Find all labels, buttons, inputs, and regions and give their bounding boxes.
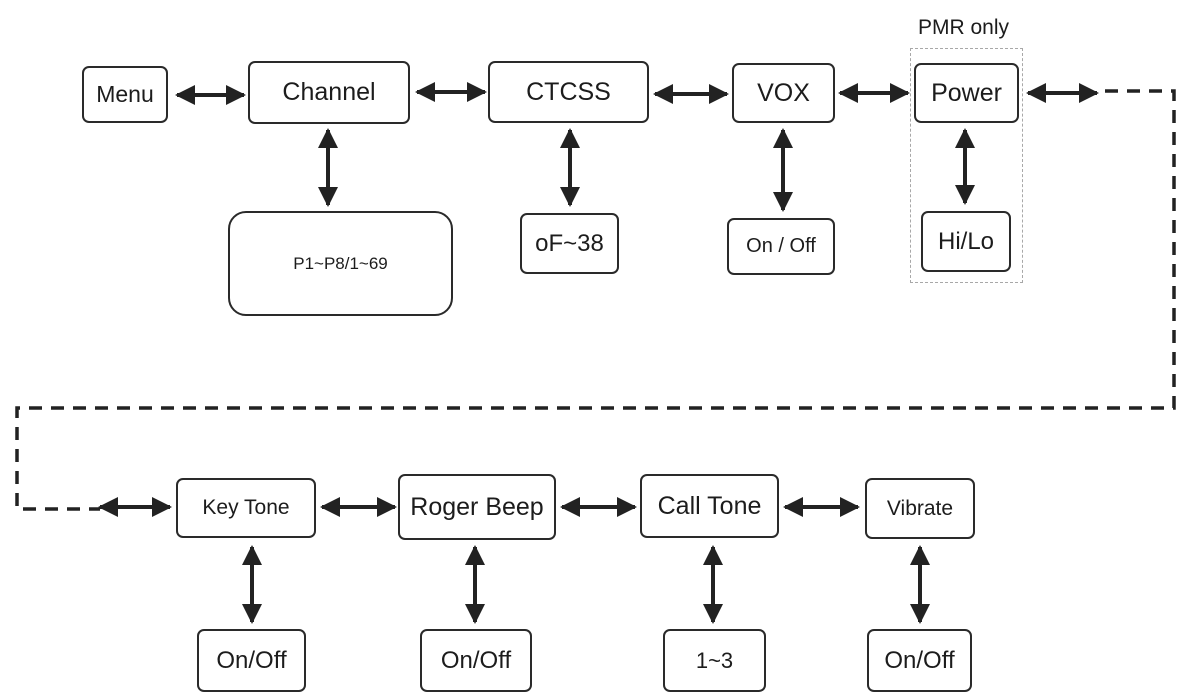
key-tone-values-label: On/Off [216, 646, 287, 674]
channel-values-label: P1~P8/1~69 [293, 253, 388, 273]
call-tone-values-label: 1~3 [695, 647, 734, 673]
key-tone-box: Key Tone [176, 478, 316, 538]
roger-beep-label: Roger Beep [410, 492, 544, 521]
channel-box: Channel [248, 61, 410, 124]
call-tone-values-box: 1~3 [663, 629, 766, 692]
vox-box: VOX [732, 63, 835, 123]
roger-beep-values-label: On/Off [440, 646, 512, 674]
power-label: Power [931, 78, 1002, 107]
vibrate-values-box: On/Off [867, 629, 972, 692]
roger-beep-values-box: On/Off [420, 629, 532, 692]
vox-values-label: On / Off [746, 235, 816, 257]
channel-label: Channel [282, 78, 376, 106]
vibrate-box: Vibrate [865, 478, 975, 539]
roger-beep-box: Roger Beep [398, 474, 556, 540]
ctcss-values-label: oF~38 [535, 229, 604, 257]
key-tone-label: Key Tone [202, 496, 290, 519]
key-tone-values-box: On/Off [197, 629, 306, 692]
pmr-only-frame [910, 48, 1023, 283]
ctcss-box: CTCSS [488, 61, 649, 123]
call-tone-label: Call Tone [657, 491, 762, 520]
power-box: Power [914, 63, 1019, 123]
menu-label: Menu [96, 81, 154, 107]
call-tone-box: Call Tone [640, 474, 779, 538]
vox-label: VOX [757, 78, 810, 107]
power-values-box: Hi/Lo [921, 211, 1011, 272]
power-values-label: Hi/Lo [937, 227, 995, 255]
vox-values-box: On / Off [727, 218, 835, 275]
channel-values-box: P1~P8/1~69 [228, 211, 453, 316]
menu-box: Menu [82, 66, 168, 123]
dashed-continuation [15, 89, 1176, 511]
vibrate-values-label: On/Off [884, 646, 955, 674]
vibrate-label: Vibrate [886, 496, 954, 520]
ctcss-values-box: oF~38 [520, 213, 619, 274]
pmr-only-label: PMR only [918, 16, 1010, 39]
ctcss-label: CTCSS [526, 77, 611, 106]
